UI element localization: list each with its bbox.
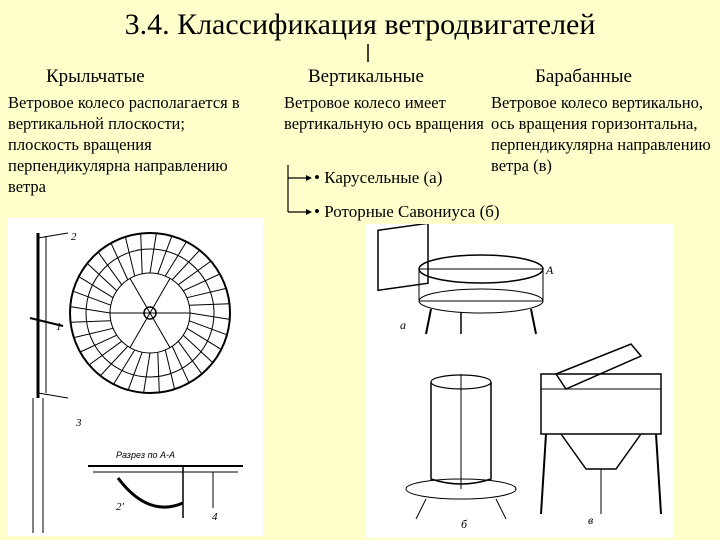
wheel-blade (70, 320, 111, 323)
label-2: 2 (71, 231, 77, 243)
section-label: Разрез по А-А (116, 450, 175, 460)
wheel-blade (124, 236, 136, 277)
wheel-blade (164, 349, 176, 390)
wheel-blade (70, 306, 111, 314)
wheel-blade (110, 242, 129, 280)
label-3: 3 (75, 417, 82, 429)
wheel-spoke (129, 312, 151, 348)
savonius-drawing (405, 374, 517, 520)
wheel-blade (86, 263, 118, 292)
section-drawing (88, 465, 243, 518)
label-a: а (400, 318, 406, 332)
wheel-blade (72, 290, 111, 306)
column-heading-vertical: Вертикальные (308, 66, 424, 87)
page-title: 3.4. Классификация ветродвигателей (124, 8, 596, 41)
wheel-blade (183, 273, 221, 292)
wheel-blade (177, 260, 212, 286)
wheel-blade (171, 249, 200, 281)
wheel-blade (73, 327, 114, 339)
wheel-blade (113, 349, 136, 385)
wheel-blade (78, 276, 114, 299)
wheel-blade (171, 346, 190, 384)
column-description-wing: Ветровое колесо располагается в вертикал… (8, 93, 240, 196)
wheel-blade (100, 345, 129, 377)
wheel-blade (127, 352, 143, 391)
label-v: в (588, 513, 593, 527)
label-2b: 2' (116, 501, 125, 513)
subtype-carousel: • Карусельные (а) (314, 168, 443, 187)
label-A: А (545, 263, 554, 277)
wheel-blade (140, 233, 143, 274)
subtype-savonius: • Роторные Савониуса (б) (314, 202, 500, 221)
wheel-blade (177, 340, 203, 375)
wheel-blade (157, 352, 160, 393)
wheel-blade (189, 320, 228, 336)
wheel-blade (189, 303, 230, 306)
wheel-spoke (129, 278, 151, 314)
label-1: 1 (56, 321, 62, 333)
wheel-blade (149, 233, 157, 274)
label-b: б (461, 517, 468, 531)
wheel-blade (157, 235, 173, 274)
wheel-blade (143, 352, 151, 393)
wheel-blade (88, 340, 123, 366)
wheel-spoke (149, 312, 171, 348)
label-4: 4 (212, 511, 218, 523)
carousel-drawing (377, 224, 544, 335)
vertical-and-drum-figure: а А б в (366, 224, 674, 538)
wheel-blade (182, 334, 214, 363)
wind-wheel-drawing (69, 232, 231, 394)
column-description-vertical: Ветровое колесо имеет вертикальную ось в… (284, 93, 484, 133)
wheel-blade (164, 241, 187, 277)
wheel-blade (189, 312, 230, 320)
drum-drawing (540, 343, 662, 515)
wheel-blade (186, 287, 227, 299)
column-description-drum: Ветровое колесо вертикально, ось вращени… (491, 93, 711, 175)
wheel-blade (79, 334, 117, 353)
column-heading-wing: Крыльчатые (46, 66, 145, 87)
wheel-blade (186, 327, 222, 350)
wheel-blade (97, 251, 123, 286)
wheel-spoke (149, 278, 171, 314)
column-heading-drum: Барабанные (535, 66, 632, 87)
side-view-drawing (29, 232, 69, 533)
wing-windmill-figure: 2 1 3 4 2' Разрез по А-А (8, 218, 263, 536)
